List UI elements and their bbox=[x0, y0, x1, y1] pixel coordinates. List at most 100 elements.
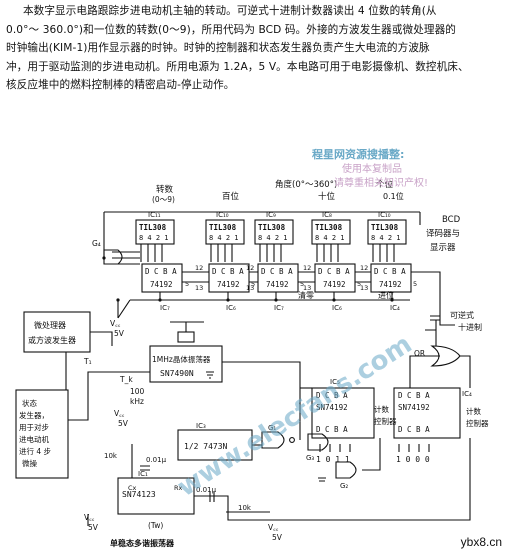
description-line-1: 本数字显示电路跟踪步进电动机主轴的转动。可逆式十进制计数器读出 4 位数的转角(… bbox=[22, 5, 437, 17]
counter-pin5: 5 bbox=[300, 280, 304, 288]
ic5-chip: SN74192 bbox=[316, 403, 348, 412]
counter-ic: IC₇ bbox=[160, 304, 170, 312]
display-ic-label: IC₁₁ bbox=[148, 211, 161, 219]
display-bits: 8 4 2 1 bbox=[371, 234, 401, 242]
label-g1: G₁ bbox=[268, 424, 276, 432]
watermark-line2: 使用本复制品 bbox=[342, 162, 402, 175]
label-angle: 角度(0°～360°) bbox=[275, 179, 337, 190]
label-or: OR bbox=[414, 349, 425, 358]
counter-ic: IC₆ bbox=[226, 304, 236, 312]
oscillator-chip: SN7490N bbox=[160, 369, 194, 378]
ic4-dcba: D C B A bbox=[398, 391, 430, 400]
counter-pin: 12 bbox=[303, 264, 311, 272]
count-ctrl-label2: 控制器 bbox=[374, 416, 397, 426]
ic4-chip: SN74192 bbox=[398, 403, 430, 412]
display-chip: TIL308 bbox=[139, 223, 167, 232]
label-cap2: 0.01μ bbox=[196, 486, 217, 494]
label-tk: T_k bbox=[119, 375, 133, 384]
counter-dcba: D C B A bbox=[318, 267, 350, 276]
counter-dcba: D C B A bbox=[374, 267, 406, 276]
state-box-line: 用于对步 bbox=[19, 422, 49, 432]
label-cx: Cx bbox=[128, 484, 137, 492]
display-chip: TIL308 bbox=[315, 223, 343, 232]
label-vcc-3: V꜀꜀ bbox=[84, 513, 95, 522]
counter-chip: 74192 bbox=[379, 280, 402, 289]
label-decoder: 译码器与 bbox=[426, 229, 460, 239]
display-chip: TIL308 bbox=[209, 223, 237, 232]
ic3-chip: 1/2 7473N bbox=[184, 442, 228, 451]
ic4-dcba-bottom: D C B A bbox=[398, 425, 430, 434]
counter-pin: 13 bbox=[303, 284, 311, 292]
state-box-line: 微操 bbox=[22, 458, 37, 468]
display-ic-label: IC₁₀ bbox=[216, 211, 229, 219]
label-5v-2: 5V bbox=[118, 419, 129, 428]
count-ctrl-r2: 控制器 bbox=[466, 418, 489, 428]
display-bits: 8 4 2 1 bbox=[258, 234, 288, 242]
label-vcc-4: V꜀꜀ bbox=[268, 523, 279, 532]
label-r10k-2: 10k bbox=[238, 504, 252, 512]
display-ic-label: IC₉ bbox=[266, 211, 276, 219]
label-g3: G₃ bbox=[306, 454, 314, 462]
counter-pin: 13 bbox=[360, 284, 368, 292]
label-ic4: IC₄ bbox=[462, 390, 472, 398]
count-ctrl-label: 计数 bbox=[374, 404, 389, 414]
counter-pin: 13 bbox=[246, 284, 254, 292]
label-ic1: IC₁ bbox=[138, 470, 148, 478]
count-ctrl-r: 计数 bbox=[466, 406, 481, 416]
counter-ic: IC₇ bbox=[274, 304, 284, 312]
display-bits: 8 4 2 1 bbox=[209, 234, 239, 242]
counter-pin5: 5 bbox=[357, 280, 361, 288]
display-bits: 8 4 2 1 bbox=[315, 234, 345, 242]
counter-pin: 12 bbox=[195, 264, 203, 272]
counter-pin5: 5 bbox=[413, 280, 417, 288]
ic5-dcba-bottom: D C B A bbox=[316, 425, 348, 434]
site-label: ybx8.cn bbox=[460, 535, 502, 549]
freq-unit: kHz bbox=[130, 397, 144, 406]
counter-ic: IC₆ bbox=[332, 304, 342, 312]
label-clear: 清零 bbox=[298, 290, 314, 300]
state-box-line: 状态 bbox=[22, 398, 37, 408]
counter-pin5: 5 bbox=[185, 280, 189, 288]
display-chip: TIL308 bbox=[258, 223, 286, 232]
label-turns: 转数 bbox=[156, 184, 174, 195]
label-vcc: V꜀꜀ bbox=[110, 319, 121, 328]
state-box-line: 发生器， bbox=[19, 410, 49, 420]
description-line-4: 冲，用于驱动监测的步进电动机。所用电源为 1.2A，5 V。本电路可用于电影摄像… bbox=[6, 60, 469, 73]
monostable-chip: SN74123 bbox=[122, 490, 156, 499]
counter-chip: 74192 bbox=[150, 280, 173, 289]
description-text: 本数字显示电路跟踪步进电动机主轴的转动。可逆式十进制计数器读出 4 位数的转角(… bbox=[6, 2, 502, 95]
label-display: 显示器 bbox=[430, 243, 456, 253]
counter-dcba: D C B A bbox=[145, 267, 177, 276]
binary-value-b: 1 0 0 0 bbox=[396, 455, 430, 464]
label-tenth: 0.1位 bbox=[383, 191, 404, 201]
label-turns-range: (0～9) bbox=[152, 195, 175, 204]
counter-pin5: 5 bbox=[251, 280, 255, 288]
label-ic3: IC₃ bbox=[196, 422, 206, 430]
label-decimal: 十进制 bbox=[458, 322, 482, 332]
label-ones: 个位 bbox=[376, 179, 394, 190]
label-r10k: 10k bbox=[104, 452, 118, 460]
counter-pin: 13 bbox=[195, 284, 203, 292]
ic5-dcba: D C B A bbox=[316, 391, 348, 400]
label-carry: 进位 bbox=[378, 290, 394, 300]
label-rx: Rx bbox=[174, 484, 183, 492]
label-ic5: IC₅ bbox=[330, 378, 340, 386]
label-bcd: BCD bbox=[442, 215, 461, 225]
state-box-line: 进行 4 步 bbox=[19, 446, 52, 456]
label-reversible: 可逆式 bbox=[450, 310, 474, 320]
watermark-line3: 请尊重相关知识产权! bbox=[334, 176, 428, 189]
display-ic-label: IC₈ bbox=[322, 211, 332, 219]
micro-box-label2: 或方波发生器 bbox=[28, 335, 76, 345]
description-line-2: 0.0°～ 360.0°)和一位数的转数(0～9)，所用代码为 BCD 码。外接… bbox=[6, 23, 456, 36]
watermark-line1: 程星网资源搜播整: bbox=[312, 147, 404, 161]
oscillator-label: 1MHz晶体振荡器 bbox=[152, 354, 211, 364]
display-bits: 8 4 2 1 bbox=[139, 234, 169, 242]
counter-ic: IC₄ bbox=[390, 304, 400, 312]
counter-chip: 74192 bbox=[217, 280, 240, 289]
description-line-5: 核反应堆中的燃料控制棒的精密启动-停止动作。 bbox=[6, 79, 235, 91]
label-t1: T₁ bbox=[83, 357, 92, 366]
display-ic-label: IC₁₀ bbox=[378, 211, 391, 219]
freq-value: 100 bbox=[130, 387, 145, 396]
label-5v-3: 5V bbox=[88, 523, 99, 532]
